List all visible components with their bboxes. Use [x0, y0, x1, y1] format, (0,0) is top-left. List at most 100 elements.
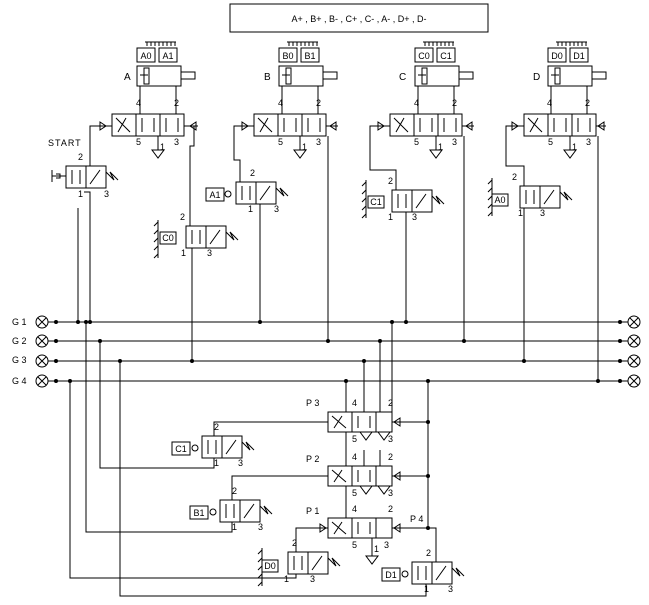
- sensor-label-d1: D1: [573, 51, 585, 61]
- port-label: 1: [438, 142, 443, 152]
- port-label: 1: [374, 544, 379, 554]
- sensor-label-d0: D0: [551, 51, 563, 61]
- port-label: 4: [352, 504, 357, 514]
- port-label: 2: [388, 176, 393, 186]
- start-label: START: [48, 138, 82, 148]
- port-label: 5: [352, 434, 357, 444]
- limit-valve-b1: B1 2 1 3: [189, 486, 273, 532]
- sequence-text: A+ , B+ , B- , C+ , C- , A- , D+ , D-: [291, 14, 426, 24]
- limit-label-c1-lower: C1: [175, 444, 187, 454]
- sensor-label-a0: A0: [140, 51, 151, 61]
- port-label: 4: [414, 98, 419, 108]
- port-label: 2: [316, 98, 321, 108]
- group-valve-label-p1: P 1: [306, 506, 319, 516]
- sensor-label-c0: C0: [418, 51, 430, 61]
- port-label: 1: [248, 204, 253, 214]
- limit-label-d1: D1: [385, 570, 397, 580]
- port-label: 4: [278, 98, 283, 108]
- port-label: 4: [352, 398, 357, 408]
- group-valve-label-p4: P 4: [410, 514, 423, 524]
- sensor-box-a1: [158, 47, 178, 63]
- limit-label-c0: C0: [162, 233, 174, 243]
- port-label: 5: [548, 137, 553, 147]
- port-label: 2: [585, 98, 590, 108]
- limit-label-d0: D0: [264, 561, 276, 571]
- port-label: 3: [238, 458, 243, 468]
- port-label: 1: [388, 212, 393, 222]
- port-label: 1: [214, 458, 219, 468]
- limit-valve-c1-lower: C1 2 1 3: [171, 422, 255, 468]
- port-label: 1: [232, 522, 237, 532]
- port-label: 2: [78, 152, 83, 162]
- main-valve-a: 5 3 1: [98, 113, 198, 159]
- sensor-label-c1: C1: [440, 51, 452, 61]
- limit-valve-a0: A0 2 1 3: [487, 172, 573, 218]
- group-valve-p2: P 2 4 2 5 3: [306, 452, 402, 498]
- cylinder-label-a: A: [124, 72, 131, 83]
- group-valve-p3: P 3 4 2 5 3: [306, 398, 402, 444]
- port-label: 2: [512, 172, 517, 182]
- main-valve-b: 5 3 1: [240, 113, 338, 159]
- port-label: 3: [274, 204, 279, 214]
- port-label: 3: [207, 248, 212, 258]
- main-valve-d: 5 3 1: [510, 113, 606, 159]
- port-label: 1: [284, 574, 289, 584]
- port-label: 4: [352, 452, 357, 462]
- port-label: 5: [136, 137, 141, 147]
- group-label-g1: G 1: [12, 317, 27, 327]
- port-label: 2: [292, 538, 297, 548]
- limit-valve-c1-top: C1 2 1 3: [361, 176, 445, 222]
- start-valve: START 2 1 3: [48, 138, 119, 199]
- limit-label-c1-top: C1: [370, 197, 382, 207]
- limit-valve-d1: D1 2 1 3: [381, 548, 465, 594]
- port-label: 3: [540, 208, 545, 218]
- cylinder-c: C0 C1 C 4 2: [399, 41, 474, 108]
- port-label: 3: [384, 540, 389, 550]
- port-label: 2: [174, 98, 179, 108]
- cylinder-label-c: C: [399, 72, 406, 83]
- port-label: 2: [452, 98, 457, 108]
- port-label: 5: [414, 137, 419, 147]
- sequence-box: [229, 3, 489, 33]
- port-label: 3: [174, 137, 179, 147]
- port-label: 5: [352, 540, 357, 550]
- group-label-g2: G 2: [12, 336, 27, 346]
- port-label: 5: [352, 488, 357, 498]
- sensor-label-b0: B0: [282, 51, 293, 61]
- cylinder-label-d: D: [533, 72, 540, 83]
- port-label: 2: [214, 422, 219, 432]
- main-valve-c: 5 3 1: [376, 113, 474, 159]
- limit-valve-c0: C0 2 1 3: [153, 212, 239, 259]
- port-label: 3: [448, 584, 453, 594]
- port-label: 1: [424, 584, 429, 594]
- group-label-g3: G 3: [12, 355, 27, 365]
- port-label: 2: [250, 168, 255, 178]
- port-label: 3: [412, 212, 417, 222]
- limit-valve-a1: A1 2 1 3: [205, 168, 289, 214]
- cylinder-d: D0 D1 D 4 2: [533, 41, 607, 108]
- limit-label-a0: A0: [494, 195, 505, 205]
- port-label: 2: [426, 548, 431, 558]
- port-label: 3: [452, 137, 457, 147]
- port-label: 2: [388, 452, 393, 462]
- cylinder-a: A0 A1 A 4 2: [124, 41, 196, 108]
- limit-valve-d0: D0 2 1 3: [257, 538, 341, 587]
- port-label: 1: [181, 248, 186, 258]
- sensor-box-a0: [136, 47, 156, 63]
- port-label: 1: [302, 142, 307, 152]
- port-label: 3: [258, 522, 263, 532]
- sensor-label-b1: B1: [304, 51, 315, 61]
- port-label: 2: [180, 212, 185, 222]
- group-valve-label-p2: P 2: [306, 454, 319, 464]
- group-valve-label-p3: P 3: [306, 398, 319, 408]
- port-label: 2: [388, 398, 393, 408]
- port-label: 2: [388, 504, 393, 514]
- port-label: 1: [518, 208, 523, 218]
- limit-label-b1: B1: [193, 508, 204, 518]
- sensor-label-a1: A1: [162, 51, 173, 61]
- port-label: 3: [310, 574, 315, 584]
- port-label: 3: [586, 137, 591, 147]
- group-label-g4: G 4: [12, 376, 27, 386]
- port-label: 3: [388, 488, 393, 498]
